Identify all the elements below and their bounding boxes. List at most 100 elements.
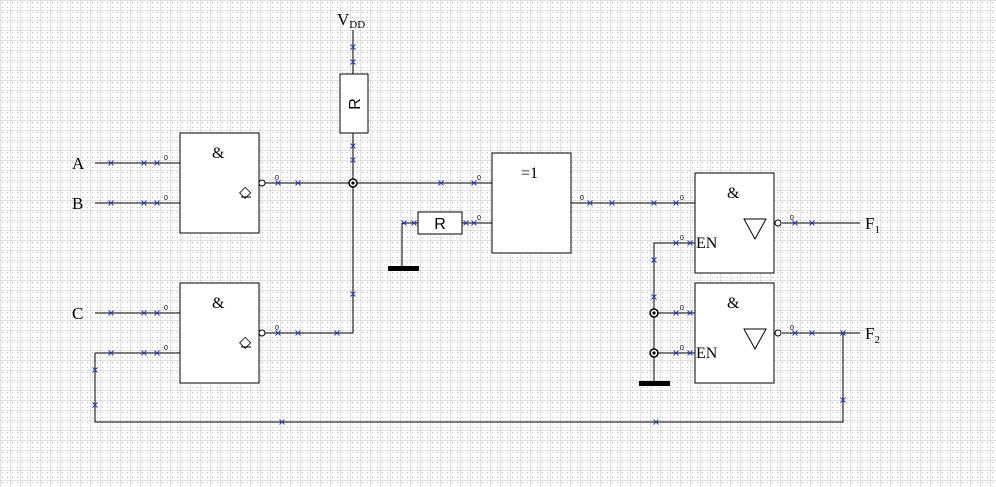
- connector-x-mark: [141, 350, 147, 356]
- tri2-output-bubble: [774, 329, 782, 337]
- pin-marks: 0 0 0 0 0 0 0 0 0 0 0 0 0 0 0: [164, 155, 794, 352]
- connector-x-mark: [463, 220, 469, 226]
- connector-x-mark: [438, 180, 444, 186]
- connector-x-mark: [687, 350, 693, 356]
- connector-x-mark: [687, 240, 693, 246]
- series-resistor[interactable]: [417, 211, 463, 235]
- pin-mark: 0: [580, 195, 584, 202]
- pullup-resistor[interactable]: [339, 73, 369, 134]
- connector-x-mark: [792, 220, 798, 226]
- connector-x-mark: [673, 350, 679, 356]
- connector-x-mark: [673, 200, 679, 206]
- connector-x-mark: [350, 157, 356, 163]
- connector-x-mark: [840, 397, 846, 403]
- connector-x-mark: [651, 200, 657, 206]
- connector-x-mark: [792, 330, 798, 336]
- tri1-output-bubble: [774, 219, 782, 227]
- connector-x-mark: [609, 200, 615, 206]
- connector-x-mark: [651, 257, 657, 263]
- tri-bottom-en-label: EN: [696, 345, 718, 362]
- connector-x-mark: [154, 200, 160, 206]
- connector-x-mark: [401, 220, 407, 226]
- connector-x-mark: [154, 310, 160, 316]
- ground-symbol-2: [639, 381, 670, 386]
- wires: [94, 30, 860, 423]
- input-label-b: B: [72, 194, 83, 213]
- connector-x-mark: [141, 200, 147, 206]
- pullup-resistor-label: R: [347, 98, 364, 110]
- connector-x-mark: [92, 367, 98, 373]
- connector-x-mark: [279, 419, 285, 425]
- pin-mark: 0: [477, 215, 481, 222]
- and-top-symbol: &: [212, 145, 225, 162]
- and-bottom-symbol: &: [212, 295, 225, 312]
- connector-x-mark: [92, 402, 98, 408]
- connector-x-mark: [350, 59, 356, 65]
- connector-x-mark: [295, 330, 301, 336]
- wire-en-bus: [653, 242, 695, 383]
- tri-top-symbol: &: [727, 185, 740, 202]
- xor-symbol: =1: [521, 165, 538, 182]
- connector-marks: [92, 44, 846, 425]
- connector-x-mark: [471, 180, 477, 186]
- connector-x-mark: [275, 180, 281, 186]
- connector-x-mark: [471, 220, 477, 226]
- connector-x-mark: [334, 330, 340, 336]
- gate2-output-bubble: [258, 329, 266, 337]
- output-label-f1: F1: [865, 214, 880, 236]
- open-drain-marker-icon: ◇: [239, 184, 252, 201]
- pin-mark: 0: [164, 345, 168, 352]
- connector-x-mark: [651, 294, 657, 300]
- vdd-label: VDD: [337, 10, 365, 31]
- pin-mark: 0: [790, 215, 794, 222]
- tristate-top-triangle-icon: [743, 218, 767, 241]
- ground-symbol-1: [388, 266, 419, 271]
- connector-x-mark: [108, 310, 114, 316]
- pin-mark: 0: [164, 155, 168, 162]
- connector-x-mark: [809, 220, 815, 226]
- open-drain-marker-icon: ◇: [239, 334, 252, 351]
- pin-mark: 0: [477, 175, 481, 182]
- input-label-c: C: [72, 304, 83, 323]
- connector-x-mark: [411, 220, 417, 226]
- pin-mark: 0: [275, 325, 279, 332]
- series-resistor-label: R: [434, 216, 446, 233]
- and-gate-bottom[interactable]: [179, 282, 260, 384]
- pin-mark: 0: [680, 195, 684, 202]
- connector-x-mark: [108, 160, 114, 166]
- connector-x-mark: [108, 200, 114, 206]
- connector-x-mark: [108, 350, 114, 356]
- connector-x-mark: [840, 330, 846, 336]
- connector-x-mark: [653, 419, 659, 425]
- wire-feedback-loop: [94, 333, 844, 423]
- connector-x-mark: [350, 291, 356, 297]
- connector-x-mark: [350, 44, 356, 50]
- connector-x-mark: [275, 330, 281, 336]
- pin-mark: 0: [680, 235, 684, 242]
- connector-x-mark: [141, 160, 147, 166]
- tristate-bottom-triangle-icon: [743, 328, 767, 351]
- output-label-f2: F2: [865, 324, 880, 346]
- connector-x-mark: [673, 240, 679, 246]
- pin-mark: 0: [680, 305, 684, 312]
- tri-bottom-symbol: &: [727, 295, 740, 312]
- pin-mark: 0: [164, 195, 168, 202]
- pin-mark: 0: [790, 325, 794, 332]
- connector-x-mark: [350, 143, 356, 149]
- connector-x-mark: [673, 310, 679, 316]
- tri-top-en-label: EN: [696, 235, 718, 252]
- connector-x-mark: [154, 160, 160, 166]
- connector-x-mark: [295, 180, 301, 186]
- xor-gate[interactable]: [491, 152, 572, 254]
- input-label-a: A: [72, 154, 85, 173]
- pin-mark: 0: [164, 305, 168, 312]
- gate1-output-bubble: [258, 179, 266, 187]
- connector-x-mark: [587, 200, 593, 206]
- connector-x-mark: [809, 330, 815, 336]
- connector-x-mark: [154, 350, 160, 356]
- pin-mark: 0: [680, 345, 684, 352]
- connector-x-mark: [141, 310, 147, 316]
- junctions: [348, 178, 659, 358]
- connector-x-mark: [687, 310, 693, 316]
